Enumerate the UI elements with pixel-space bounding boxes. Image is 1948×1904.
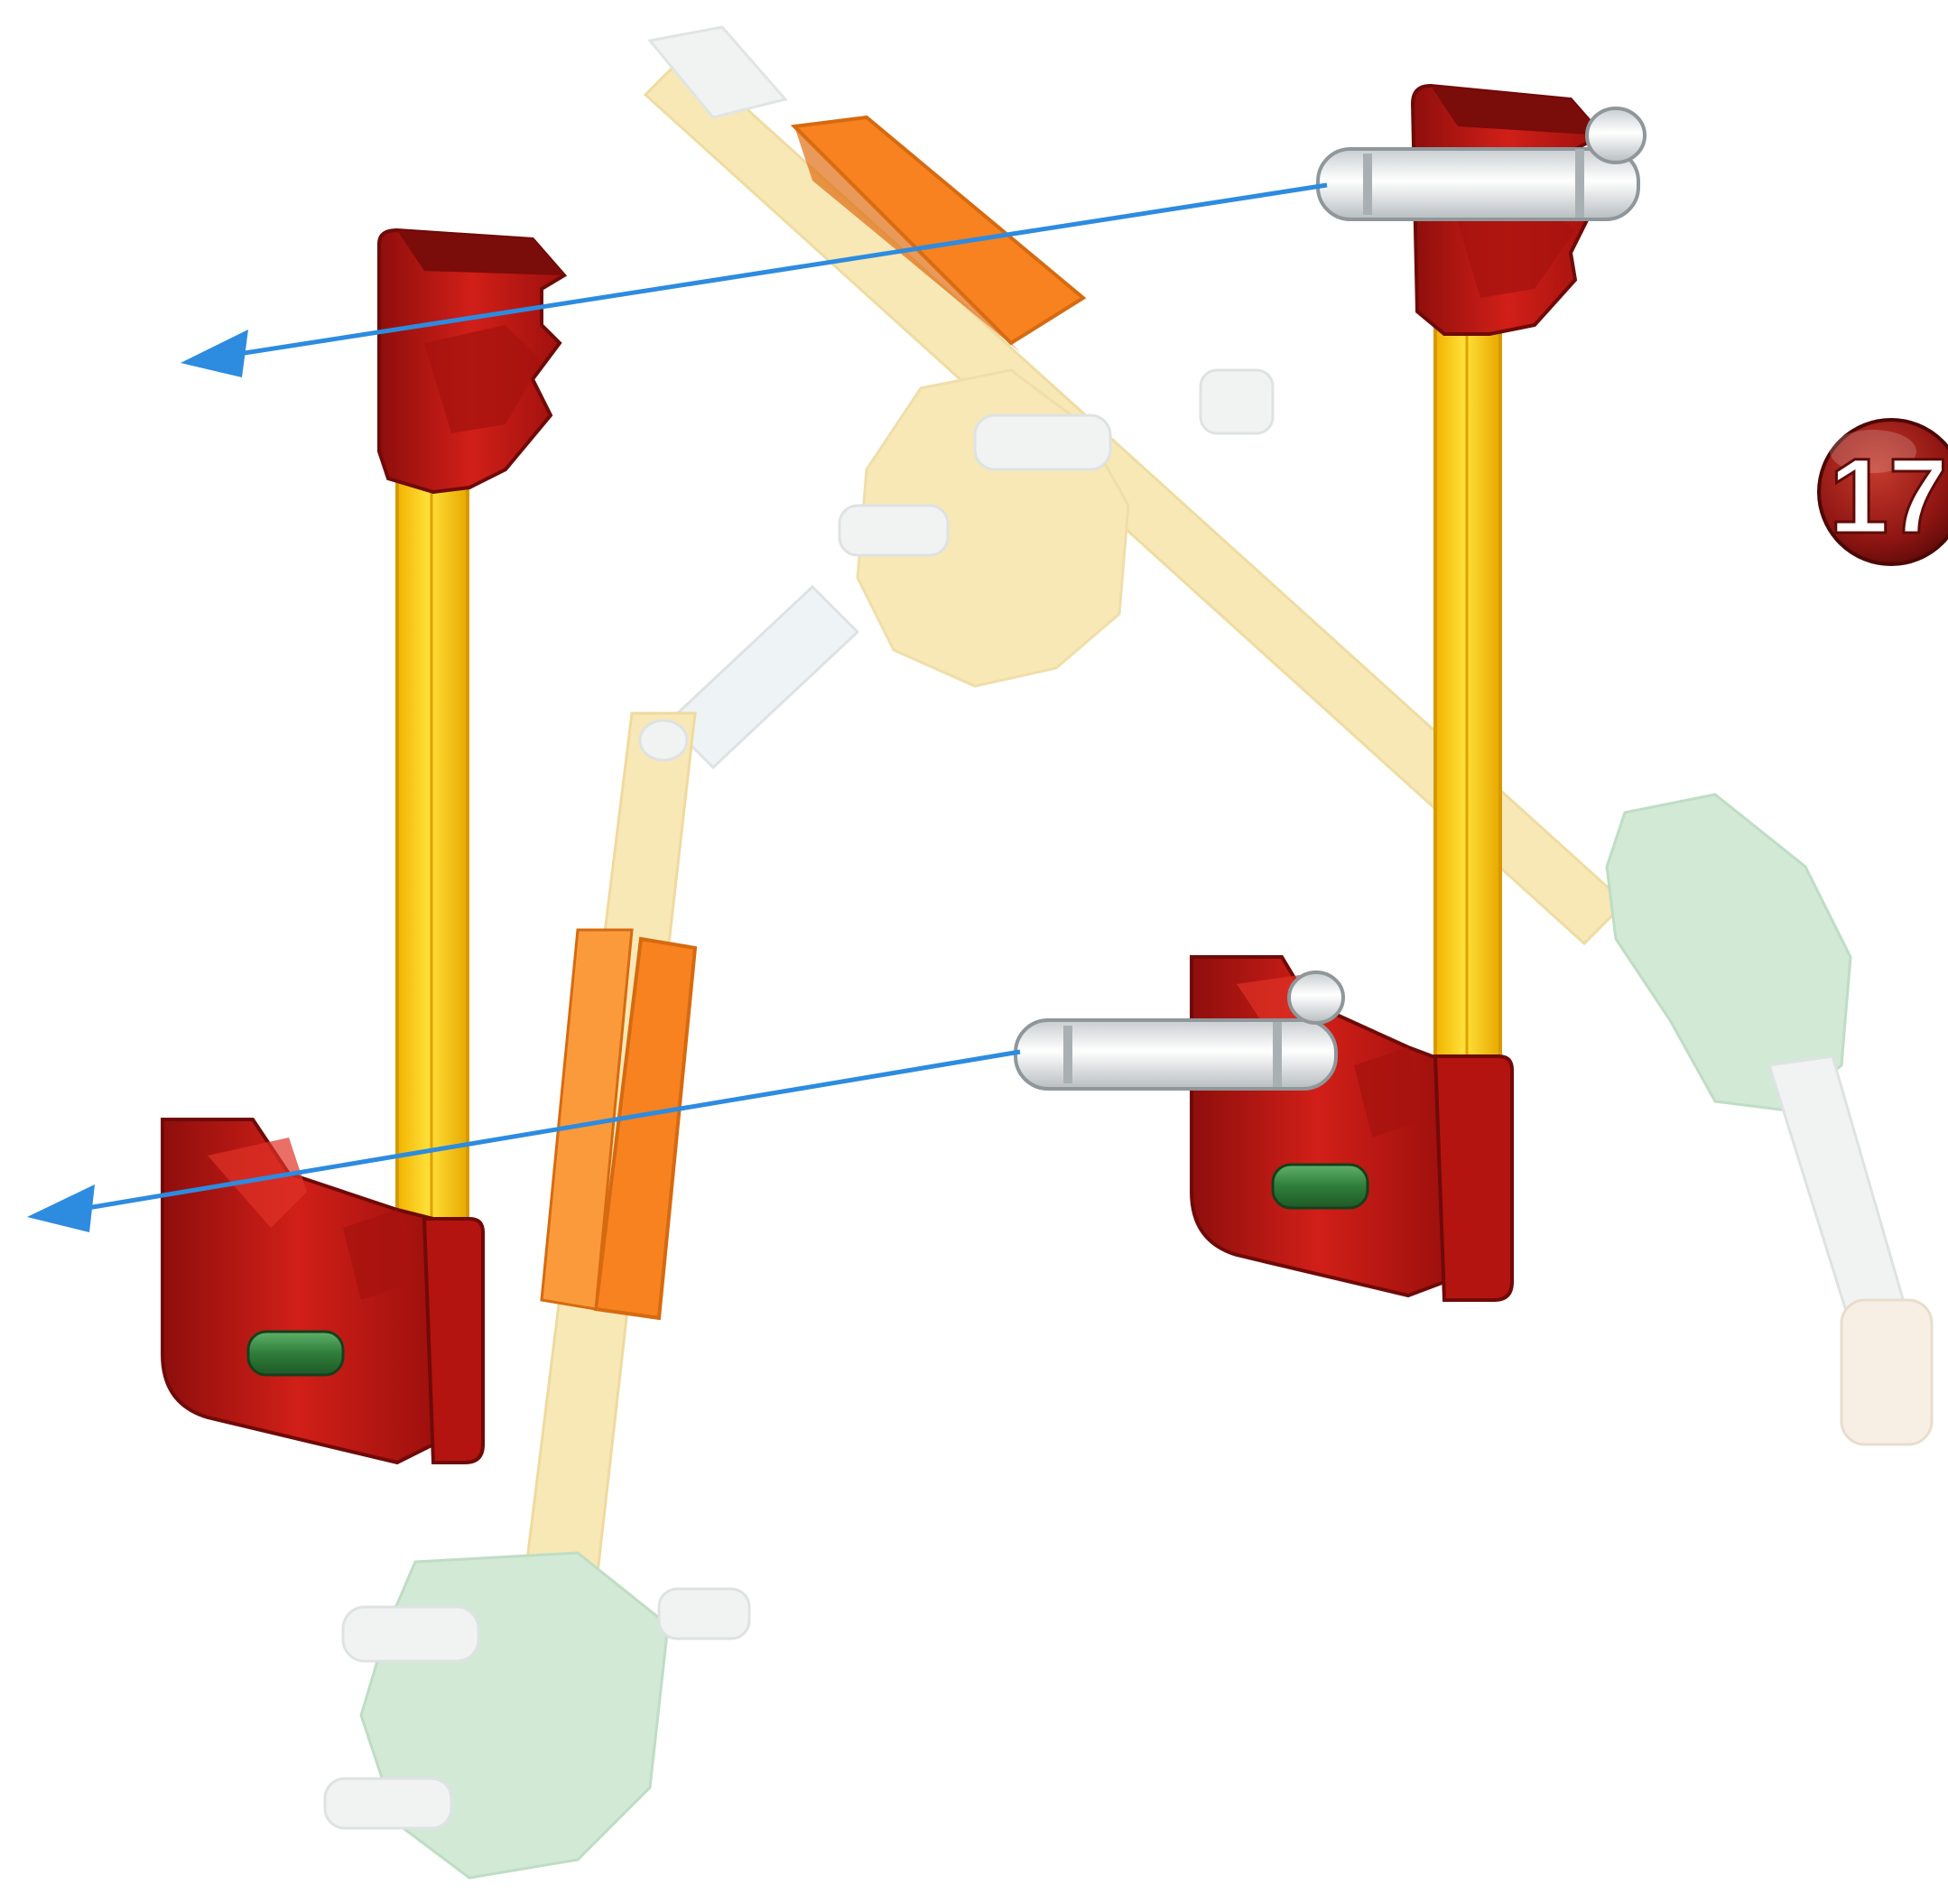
- ghost-white-rod: [325, 1779, 451, 1828]
- ghost-white-rod: [975, 415, 1110, 469]
- right-frame: [1192, 86, 1602, 1300]
- white-rod-bottom: [1016, 972, 1343, 1089]
- step-number: 17: [1829, 437, 1947, 556]
- step-badge: 17: [1819, 420, 1948, 564]
- ghost-white-rod: [659, 1589, 749, 1639]
- ghost-white-rod: [343, 1607, 478, 1661]
- ghost-white-rod: [1201, 370, 1273, 433]
- left-frame: [162, 230, 564, 1463]
- green-pin-right: [1273, 1165, 1368, 1208]
- insert-arrow-top: [181, 185, 1327, 377]
- green-pin-left: [248, 1332, 343, 1375]
- ghost-leg-hole: [640, 720, 687, 760]
- ghost-rod-end-right: [1841, 1300, 1932, 1444]
- ghost-white-rod: [668, 587, 858, 767]
- ghost-white-rod: [839, 506, 948, 555]
